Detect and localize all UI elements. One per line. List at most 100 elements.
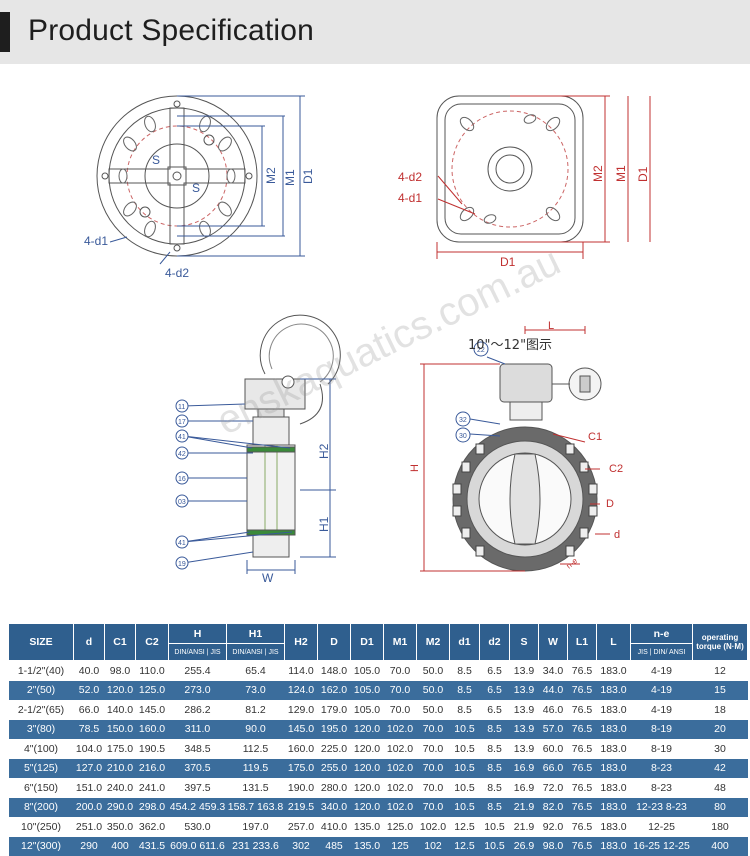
table-cell: 2-1/2"(65) [9, 700, 74, 720]
table-cell: 179.0 [318, 700, 351, 720]
table-cell: 26.9 [510, 837, 539, 856]
table-cell: 125.0 [136, 681, 169, 701]
cross-bracket [109, 108, 245, 244]
col-d1: d1 [450, 624, 480, 661]
label-s-upper: S [152, 153, 160, 167]
table-cell: 219.5 [285, 798, 318, 818]
table-cell: 48 [693, 778, 748, 798]
table-cell: 183.0 [597, 720, 631, 740]
table-cell: 4-19 [631, 700, 693, 720]
label-d: D [606, 498, 614, 510]
table-cell: 76.5 [568, 817, 597, 837]
subcol-h1-din: DIN/ANSI [232, 649, 262, 656]
callout-16: 16 [178, 476, 186, 483]
table-cell: 431.5 [136, 837, 169, 856]
table-cell: 12 [693, 661, 748, 681]
col-h1: H1 [227, 624, 285, 644]
col-ne: n-e [631, 624, 693, 644]
col-l: L [597, 624, 631, 661]
table-cell: 120.0 [351, 798, 384, 818]
table-cell: 34.0 [539, 661, 568, 681]
table-cell: 66.0 [74, 700, 105, 720]
table-cell: 348.5 [169, 739, 227, 759]
col-D: D [318, 624, 351, 661]
label-m2: M2 [264, 167, 278, 184]
table-cell: 30 [693, 739, 748, 759]
table-cell: 183.0 [597, 759, 631, 779]
table-cell: 286.2 [169, 700, 227, 720]
table-cell: 44.0 [539, 681, 568, 701]
valve-body [247, 445, 295, 535]
stem-bore [496, 155, 524, 183]
table-cell: 119.5 [227, 759, 285, 779]
subcol-h1-jis: JIS [268, 649, 278, 656]
table-cell: 180 [693, 817, 748, 837]
table-cell: 240.0 [105, 778, 136, 798]
table-cell: 50.0 [417, 661, 450, 681]
bolt-circle [452, 111, 568, 227]
table-cell: 16-25 12-25 [631, 837, 693, 856]
table-cell: 8-23 [631, 759, 693, 779]
table-cell: 112.5 [227, 739, 285, 759]
callout-11: 11 [178, 404, 185, 411]
table-cell: 21.9 [510, 817, 539, 837]
flange-inner-circle [109, 108, 245, 244]
table-cell: 10.5 [480, 837, 510, 856]
table-cell: 125 [384, 837, 417, 856]
subcol-ne: JIS | DIN/ ANSI [631, 644, 693, 661]
table-cell: 13.9 [510, 661, 539, 681]
label-h2: H2 [317, 443, 331, 459]
callouts-right: 22 32 30 [456, 342, 488, 442]
table-cell: 82.0 [539, 798, 568, 818]
table-cell: 18 [693, 700, 748, 720]
table-cell: 2"(50) [9, 681, 74, 701]
table-cell: 76.5 [568, 720, 597, 740]
table-cell: 183.0 [597, 700, 631, 720]
label-d1-right: D1 [636, 166, 650, 182]
table-cell: 129.0 [285, 700, 318, 720]
technical-drawings: S S M2 M1 D1 4-d1 4-d2 [0, 64, 750, 620]
table-cell: 609.0 611.6 [169, 837, 227, 856]
table-cell: 60.0 [539, 739, 568, 759]
table-cell: 5"(125) [9, 759, 74, 779]
table-cell: 102.0 [384, 720, 417, 740]
table-cell: 13.9 [510, 739, 539, 759]
subcol-h: DIN/ANSI | JIS [169, 644, 227, 661]
table-cell: 183.0 [597, 778, 631, 798]
table-cell: 72.0 [539, 778, 568, 798]
table-cell: 66.0 [539, 759, 568, 779]
page-title: Product Specification [28, 14, 314, 48]
subcol-ne-jis: JIS [638, 649, 648, 656]
table-cell: 197.0 [227, 817, 285, 837]
table-cell: 8.5 [450, 700, 480, 720]
table-cell: 216.0 [136, 759, 169, 779]
table-cell: 183.0 [597, 681, 631, 701]
table-cell: 120.0 [351, 720, 384, 740]
table-cell: 12-23 8-23 [631, 798, 693, 818]
table-cell: 10"(250) [9, 817, 74, 837]
table-cell: 370.5 [169, 759, 227, 779]
table-cell: 151.0 [74, 778, 105, 798]
table-cell: 10.5 [450, 739, 480, 759]
table-cell: 102 [417, 837, 450, 856]
label-d1-bottom: D1 [500, 255, 516, 269]
col-torque: operating torque (N·M) [693, 624, 748, 661]
table-cell: 190.0 [285, 778, 318, 798]
table-cell: 225.0 [318, 739, 351, 759]
drawing-caption: 10"～12"图示 [468, 334, 552, 353]
table-cell: 10.5 [450, 778, 480, 798]
table-cell: 104.0 [74, 739, 105, 759]
col-D1: D1 [351, 624, 384, 661]
table-cell: 16.9 [510, 759, 539, 779]
table-cell: 6.5 [480, 700, 510, 720]
table-cell: 150.0 [105, 720, 136, 740]
table-cell: 50.0 [417, 700, 450, 720]
table-cell: 76.5 [568, 798, 597, 818]
callout-41b: 41 [178, 540, 186, 547]
table-cell: 10.5 [450, 720, 480, 740]
table-cell: 273.0 [169, 681, 227, 701]
